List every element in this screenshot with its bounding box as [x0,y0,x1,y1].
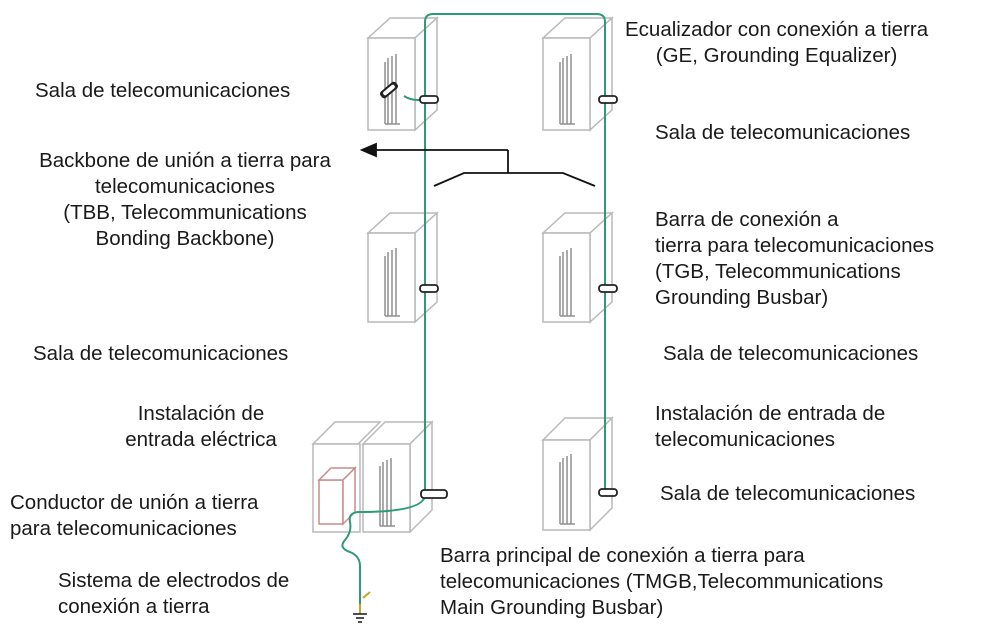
label-electrode-system: Sistema de electrodos de conexión a tier… [58,569,290,618]
earth-ground-icon [353,591,371,623]
busbar-bottom-right [598,488,618,497]
busbar-top-left [419,95,439,104]
label-room-bottom-right: Sala de telecomunicaciones [660,482,916,505]
ground-wire-bonding-conductor [341,495,426,610]
busbar-top-right [598,95,618,104]
cabinet-mid-left [366,211,439,324]
label-room-mid-left: Sala de telecomunicaciones [33,342,289,365]
ground-wires [341,13,606,610]
label-ge: Ecualizador con conexión a tierra (GE, G… [625,18,929,67]
label-room-top-right: Sala de telecomunicaciones [655,121,911,144]
tbb-pointer [359,142,596,187]
rack-mid-left [384,248,400,317]
cabinet-bottom-left [361,420,434,534]
label-room-top-left: Sala de telecomunicaciones [35,79,291,102]
grounding-equalizer-icon [379,81,399,99]
label-telecom-entrance: Instalación de entrada de telecomunicaci… [655,402,886,451]
cabinet-mid-right [541,211,614,324]
cabinet-top-left [366,16,439,132]
rack-top-right [559,54,575,125]
busbar-mid-right [598,284,618,293]
busbar-tmgb [420,489,448,499]
label-room-mid-right: Sala de telecomunicaciones [663,342,919,365]
cabinet-top-right [541,16,614,132]
label-bonding-conductor: Conductor de unión a tierra para telecom… [10,491,259,540]
label-tgb: Barra de conexión a tierra para telecomu… [655,208,935,309]
label-tmgb: Barra principal de conexión a tierra par… [440,544,884,619]
busbar-mid-left [419,284,439,293]
cabinet-electrical-entrance [311,421,382,533]
ground-wire-top-loop [424,13,606,100]
rack-bottom-left [379,458,395,527]
busbars [419,95,618,499]
label-tbb: Backbone de unión a tierra para telecomu… [39,149,331,250]
rack-bottom-right [559,454,575,525]
cabinet-bottom-right [541,416,614,532]
rack-mid-right [559,248,575,317]
label-electrical-entrance: Instalación de entrada eléctrica [125,402,277,451]
